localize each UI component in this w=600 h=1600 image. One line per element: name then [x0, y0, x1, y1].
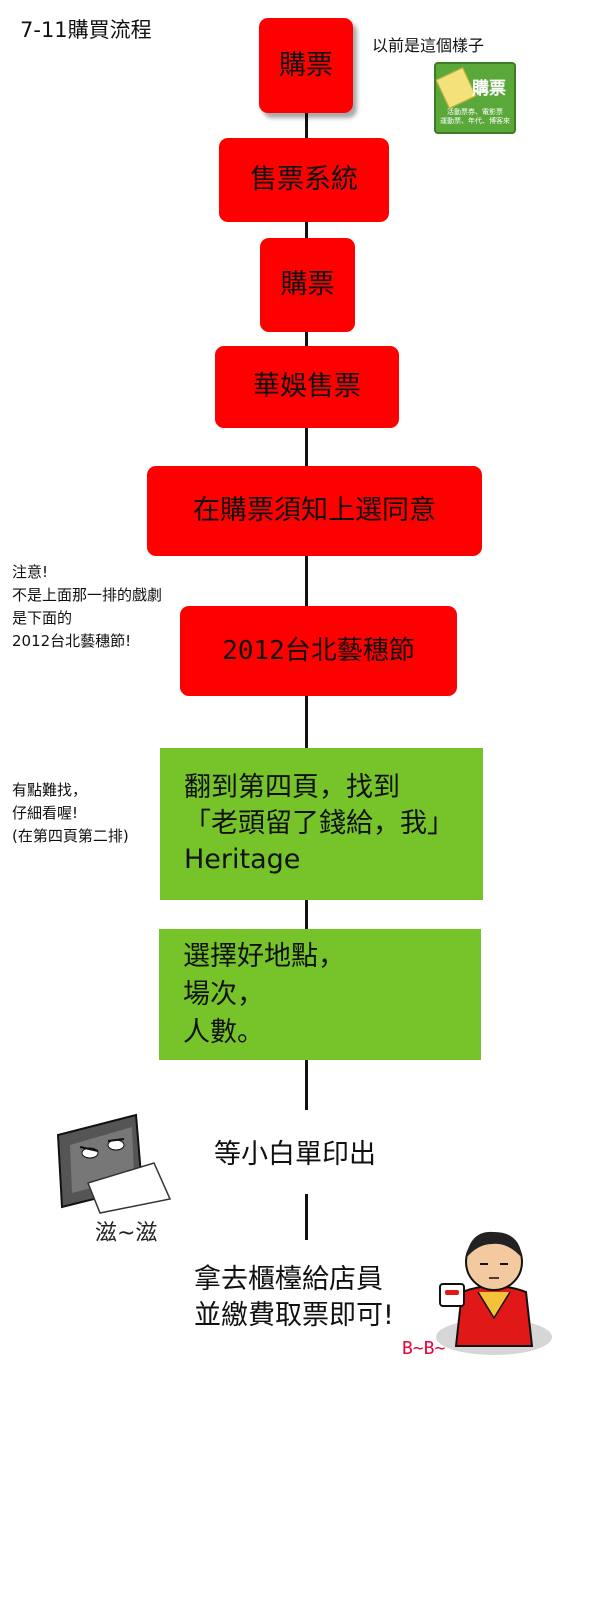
old-icon-sub: 活動票券、電影票 運動票、年代、博客來	[440, 108, 510, 125]
step-ticket-system: 售票系統	[219, 138, 389, 222]
step-agree: 在購票須知上選同意	[147, 466, 482, 556]
step-label: 2012台北藝穗節	[222, 635, 415, 666]
printer-doodle-icon	[56, 1113, 172, 1214]
clerk-doodle-icon	[436, 1231, 552, 1355]
old-note: 以前是這個樣子	[372, 36, 485, 55]
step-festival: 2012台北藝穗節	[180, 606, 457, 696]
step-label: 售票系統	[250, 164, 358, 196]
step-print: 等小白單印出	[214, 1139, 376, 1170]
step-label: 購票	[280, 269, 335, 301]
ticket-icon	[435, 67, 477, 109]
page-title: 7-11購買流程	[20, 18, 152, 42]
flow-line-lower	[305, 1194, 308, 1240]
printer-sound: 滋~滋	[95, 1221, 158, 1246]
page-four-note: 有點難找， 仔細看喔! (在第四頁第二排)	[12, 781, 129, 845]
step-buy-ticket-2: 購票	[260, 238, 355, 332]
step-label: 華娛售票	[253, 371, 361, 403]
step-label: 選擇好地點， 場次， 人數。	[183, 940, 345, 1048]
step-label: 在購票須知上選同意	[193, 495, 436, 527]
step-buy-ticket: 購票	[259, 18, 353, 113]
step-label: 翻到第四頁，找到 「老頭留了錢給，我」 Heritage	[184, 772, 454, 875]
step-huayu: 華娛售票	[215, 346, 399, 428]
old-ticket-icon: 購票 活動票券、電影票 運動票、年代、博客來	[434, 62, 516, 134]
old-icon-label: 購票	[472, 79, 506, 99]
festival-note: 注意! 不是上面那一排的戲劇 是下面的 2012台北藝穗節!	[12, 563, 163, 650]
step-counter: 拿去櫃檯給店員 並繳費取票即可!	[194, 1264, 394, 1331]
step-choose: 選擇好地點， 場次， 人數。	[159, 929, 481, 1060]
step-label: 購票	[279, 49, 333, 81]
clerk-sound: B~B~	[402, 1338, 446, 1359]
step-page-four: 翻到第四頁，找到 「老頭留了錢給，我」 Heritage	[160, 748, 483, 900]
